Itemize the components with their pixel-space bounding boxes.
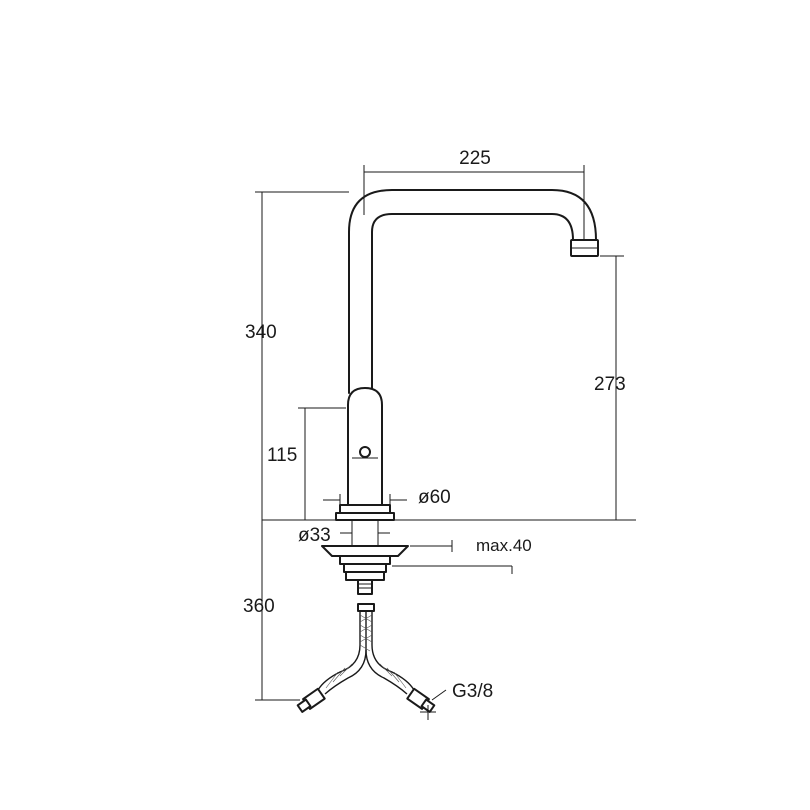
faucet-body-column: [347, 387, 383, 506]
dimension-hose-thread: G3/8: [420, 681, 493, 720]
total-height-label: 340: [245, 322, 277, 343]
dimension-deck-thickness: max.40: [392, 536, 532, 574]
faucet-base-flange: [335, 504, 395, 521]
dimension-total-height: 340: [245, 191, 349, 520]
dimension-base-diameter: ø60: [323, 487, 451, 508]
outlet-height-label: 273: [594, 374, 626, 395]
faucet-spout: [348, 189, 599, 394]
handle-height-label: 115: [267, 445, 297, 466]
dimension-spout-reach: 225: [363, 148, 585, 240]
dimension-hose-length: 360: [243, 520, 300, 701]
spout-reach-label: 225: [459, 148, 491, 169]
dimension-hole-diameter: ø33: [298, 525, 390, 546]
dimension-outlet-height: 273: [594, 255, 626, 520]
hole-diameter-label: ø33: [298, 525, 331, 546]
base-diameter-label: ø60: [418, 487, 451, 508]
dimension-handle-height: 115: [267, 407, 346, 520]
hose-length-label: 360: [243, 596, 275, 617]
deck-thickness-label: max.40: [476, 536, 532, 555]
flex-hoses: [296, 603, 436, 713]
hose-thread-label: G3/8: [452, 681, 493, 702]
mounting-hardware: [321, 520, 409, 595]
